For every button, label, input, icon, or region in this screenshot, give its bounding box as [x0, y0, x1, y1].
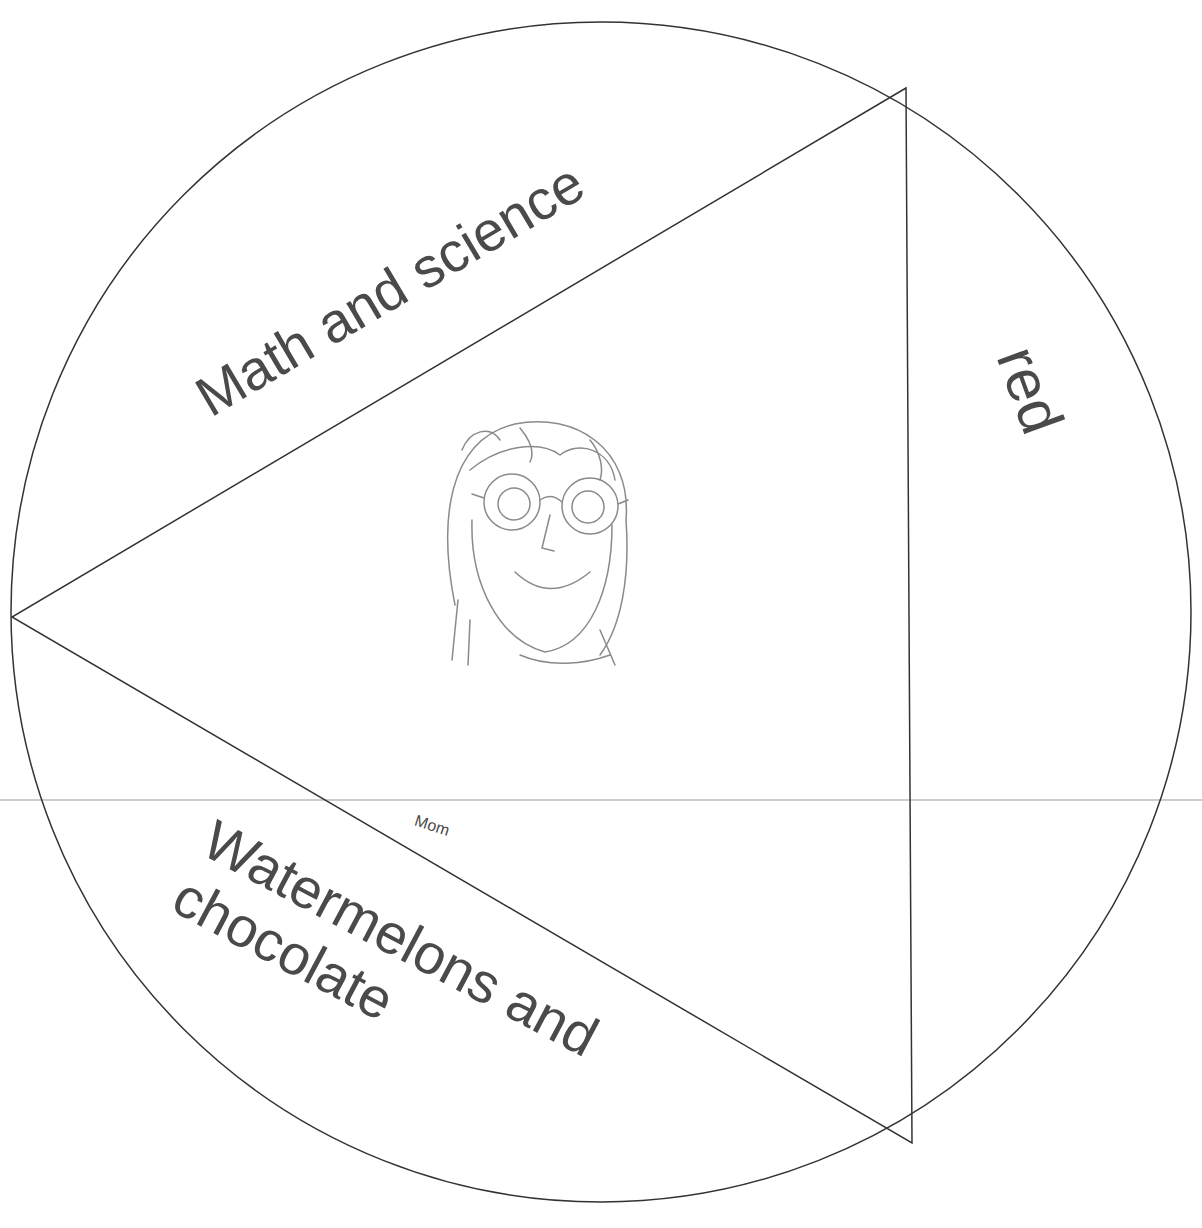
handwritten-label: Mom — [408, 809, 456, 844]
glasses-lens — [484, 474, 540, 530]
hair-bangs — [470, 447, 615, 480]
outer-circle — [11, 22, 1191, 1202]
scan-line — [0, 800, 1202, 801]
smile — [515, 572, 590, 589]
hair-ends — [452, 600, 615, 665]
handwritten-label: Math and science — [180, 147, 599, 433]
hair-outline — [448, 422, 627, 655]
face-outline — [472, 520, 612, 652]
nose — [542, 515, 554, 551]
glasses-lens — [562, 478, 618, 534]
eye — [498, 488, 530, 520]
hair-strands — [462, 428, 602, 480]
handwritten-label: Watermelons and chocolate — [158, 804, 642, 1146]
eye — [572, 491, 604, 523]
glasses-frame — [472, 494, 628, 504]
handwritten-label: red — [980, 333, 1081, 447]
face-sketch — [448, 422, 628, 665]
